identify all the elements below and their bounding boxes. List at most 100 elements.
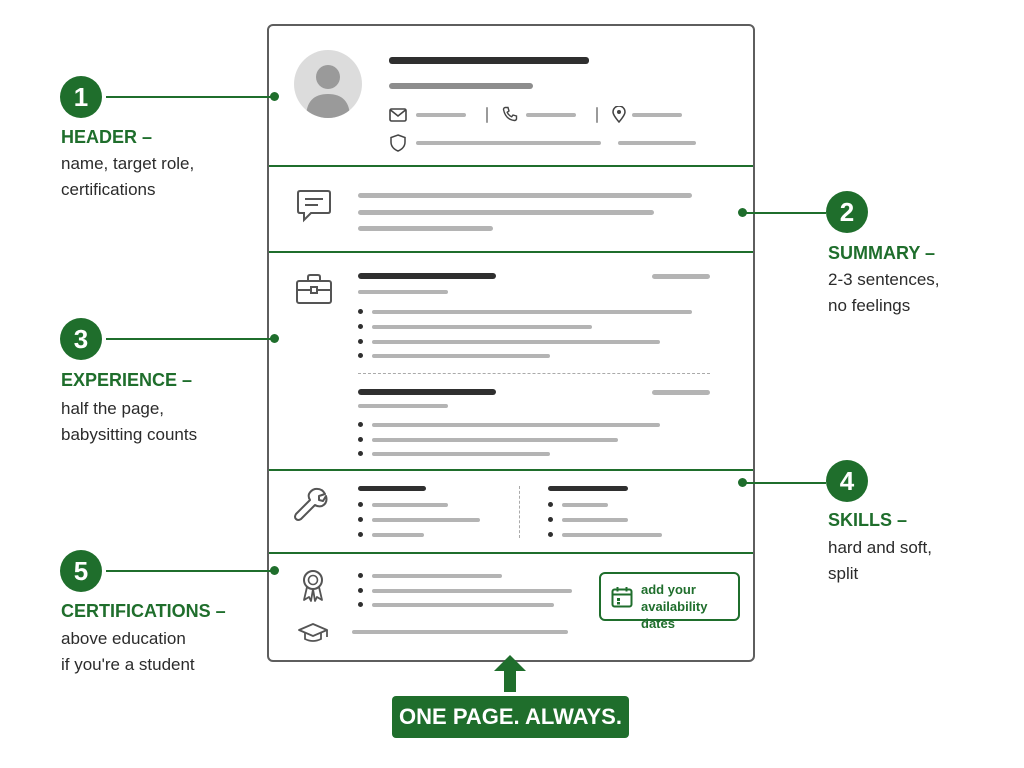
callout-anchor-2 <box>738 208 747 217</box>
calendar-icon <box>611 587 633 608</box>
bullet-dot <box>358 353 363 358</box>
shield-icon <box>390 134 406 152</box>
up-arrow-icon <box>494 655 526 692</box>
certification-placeholder <box>618 141 696 145</box>
bullet-dot <box>358 502 363 507</box>
bullet-line <box>372 340 660 344</box>
callout-title-certifications: CERTIFICATIONS – <box>61 601 226 621</box>
briefcase-icon <box>296 274 332 304</box>
skill-line <box>372 533 424 537</box>
job-title-placeholder <box>358 389 496 395</box>
availability-label: add your availability dates <box>641 581 738 632</box>
bullet-dot <box>358 339 363 344</box>
mail-icon <box>389 108 407 122</box>
email-placeholder <box>416 113 466 117</box>
location-pin-icon <box>612 106 626 123</box>
availability-line-2: availability dates <box>641 599 708 631</box>
bullet-line <box>372 423 660 427</box>
bullet-dot <box>358 588 363 593</box>
certification-line <box>372 589 572 593</box>
callout-anchor-4 <box>738 478 747 487</box>
target-role-placeholder <box>389 83 533 89</box>
award-ribbon-icon <box>303 570 323 602</box>
callout-badge-5: 5 <box>60 550 102 592</box>
callout-anchor-5 <box>270 566 279 575</box>
callout-desc-experience-1: half the page, <box>61 399 165 418</box>
job-divider <box>358 373 710 374</box>
callout-anchor-1 <box>270 92 279 101</box>
summary-line <box>358 193 692 198</box>
callout-title-experience: EXPERIENCE – <box>61 370 193 390</box>
callout-badge-4: 4 <box>826 460 868 502</box>
bullet-line <box>372 325 592 329</box>
summary-line <box>358 210 654 215</box>
callout-badge-3: 3 <box>60 318 102 360</box>
skills-soft-heading <box>548 486 628 491</box>
education-line <box>352 630 568 634</box>
callout-desc-certifications-2: if you're a student <box>61 655 195 674</box>
separator <box>596 107 598 123</box>
summary-line <box>358 226 493 231</box>
section-divider <box>269 251 753 253</box>
bullet-line <box>372 310 692 314</box>
bullet-dot <box>358 451 363 456</box>
job-date-placeholder <box>652 274 710 279</box>
callout-desc-experience-2: babysitting counts <box>61 425 198 444</box>
skill-line <box>372 503 448 507</box>
phone-icon <box>502 106 518 122</box>
bullet-dot <box>358 573 363 578</box>
bullet-line <box>372 354 550 358</box>
callout-desc-summary-1: 2-3 sentences, <box>828 270 940 289</box>
bullet-dot <box>358 324 363 329</box>
callout-title-summary: SUMMARY – <box>828 243 936 263</box>
one-page-banner: ONE PAGE. ALWAYS. <box>392 696 629 738</box>
name-placeholder <box>389 57 589 64</box>
bullet-dot <box>358 602 363 607</box>
callout-leader-1 <box>106 96 274 98</box>
skill-line <box>562 533 662 537</box>
callout-desc-certifications-1: above education <box>61 629 186 648</box>
bullet-dot <box>358 309 363 314</box>
availability-dates-box: add your availability dates <box>599 572 740 631</box>
callout-badge-1: 1 <box>60 76 102 118</box>
job-date-placeholder <box>652 390 710 395</box>
certification-line <box>372 603 554 607</box>
callout-desc-header-2: certifications <box>61 180 156 199</box>
certification-line <box>372 574 502 578</box>
bullet-dot <box>548 532 553 537</box>
section-divider <box>269 552 753 554</box>
bullet-dot <box>358 437 363 442</box>
availability-line-1: add your <box>641 582 696 597</box>
callout-leader-4 <box>744 482 826 484</box>
callout-desc-skills-1: hard and soft, <box>828 538 932 557</box>
section-divider <box>269 469 753 471</box>
callout-badge-2: 2 <box>826 191 868 233</box>
callout-desc-skills-2: split <box>828 564 859 583</box>
graduation-cap-icon <box>298 623 328 642</box>
phone-placeholder <box>526 113 576 117</box>
skills-hard-heading <box>358 486 426 491</box>
separator <box>486 107 488 123</box>
job-title-placeholder <box>358 273 496 279</box>
wrench-icon <box>294 487 328 521</box>
location-placeholder <box>632 113 682 117</box>
skills-split-divider <box>519 486 520 538</box>
callout-desc-summary-2: no feelings <box>828 296 911 315</box>
bullet-dot <box>358 517 363 522</box>
callout-anchor-3 <box>270 334 279 343</box>
bullet-line <box>372 452 550 456</box>
bullet-dot <box>548 517 553 522</box>
employer-placeholder <box>358 290 448 294</box>
callout-leader-5 <box>106 570 274 572</box>
avatar <box>294 50 362 118</box>
bullet-line <box>372 438 618 442</box>
section-divider <box>269 165 753 167</box>
callout-title-header: HEADER – <box>61 127 153 147</box>
callout-title-skills: SKILLS – <box>828 510 908 530</box>
certification-placeholder <box>416 141 601 145</box>
callout-leader-3 <box>106 338 274 340</box>
callout-leader-2 <box>744 212 826 214</box>
bullet-dot <box>548 502 553 507</box>
chat-bubble-icon <box>297 190 331 223</box>
bullet-dot <box>358 422 363 427</box>
